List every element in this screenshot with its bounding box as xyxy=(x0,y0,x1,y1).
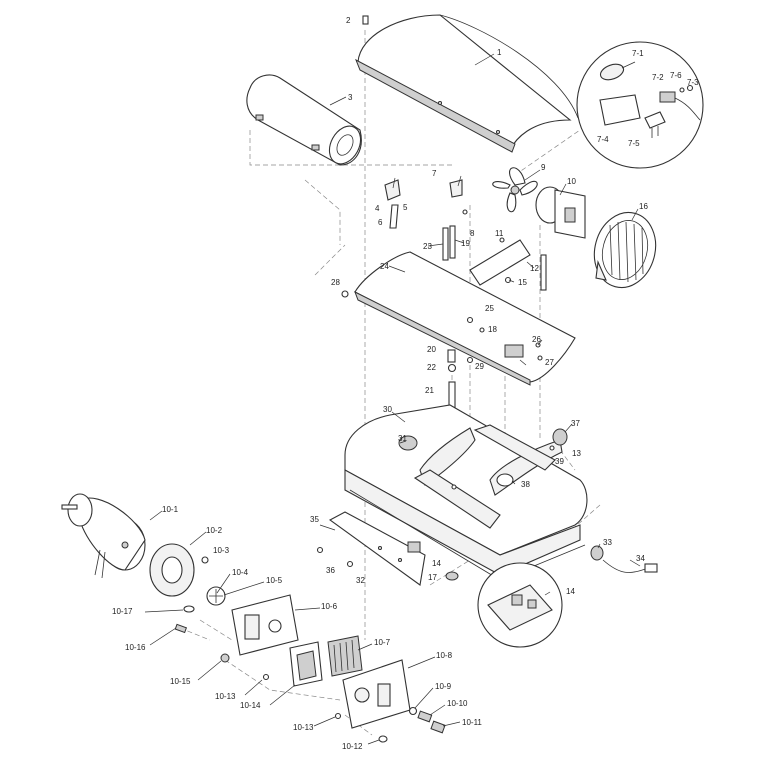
callout-10-5: 10-5 xyxy=(266,576,283,585)
callout-10-11: 10-11 xyxy=(462,718,482,727)
callout-10: 10 xyxy=(567,177,576,186)
support-rods xyxy=(442,225,547,291)
callout-labels: 1 2 3 4 5 6 7 8 9 10 11 12 13 14 14 15 1… xyxy=(112,16,699,751)
callout-7-2: 7-2 xyxy=(652,73,664,82)
callout-9: 9 xyxy=(541,163,546,172)
callout-3: 3 xyxy=(348,93,353,102)
callout-leaders xyxy=(144,53,641,745)
callout-14a: 14 xyxy=(432,559,441,568)
callout-7-1: 7-1 xyxy=(632,49,644,58)
callout-10-13a: 10-13 xyxy=(215,692,236,701)
callout-10-1: 10-1 xyxy=(162,505,179,514)
callout-11: 11 xyxy=(495,229,504,238)
callout-38: 38 xyxy=(521,480,530,489)
callout-21: 21 xyxy=(425,386,434,395)
callout-10-17: 10-17 xyxy=(112,607,133,616)
callout-25: 25 xyxy=(485,304,494,313)
knob-37 xyxy=(549,428,568,451)
callout-10-10: 10-10 xyxy=(447,699,468,708)
callout-7-4: 7-4 xyxy=(597,135,609,144)
callout-16: 16 xyxy=(639,202,648,211)
callout-10-15: 10-15 xyxy=(170,677,191,686)
callout-7-3: 7-3 xyxy=(687,78,699,87)
circuit-board-inset xyxy=(477,562,563,648)
grommet-17 xyxy=(445,571,459,581)
callout-20: 20 xyxy=(427,345,436,354)
callout-10-6: 10-6 xyxy=(321,602,338,611)
callout-10-2: 10-2 xyxy=(206,526,223,535)
ignition-detail-inset xyxy=(576,41,704,169)
callout-34: 34 xyxy=(636,554,645,563)
callout-4: 4 xyxy=(375,204,380,213)
rotor xyxy=(206,586,226,606)
callout-37: 37 xyxy=(571,419,580,428)
filter-gasket xyxy=(289,641,323,687)
pump-motor xyxy=(61,493,146,579)
callout-28: 28 xyxy=(331,278,340,287)
callout-24: 24 xyxy=(380,262,389,271)
lower-shell xyxy=(354,251,576,386)
callout-17: 17 xyxy=(428,573,437,582)
callout-36: 36 xyxy=(326,566,335,575)
callout-14b: 14 xyxy=(566,587,575,596)
callout-33: 33 xyxy=(603,538,612,547)
callout-5: 5 xyxy=(403,203,408,212)
callout-8: 8 xyxy=(470,229,475,238)
callout-39: 39 xyxy=(555,457,564,466)
callout-10-4: 10-4 xyxy=(232,568,249,577)
photocell-bracket xyxy=(384,179,468,229)
callout-26: 26 xyxy=(532,335,541,344)
pump-small-parts xyxy=(174,605,195,634)
valve-parts xyxy=(378,706,446,743)
callout-23: 23 xyxy=(423,242,432,251)
callout-2: 2 xyxy=(346,16,351,25)
pump-flange xyxy=(149,543,195,597)
grommet-28 xyxy=(341,290,349,298)
pump-body xyxy=(220,594,299,663)
fan-blade xyxy=(492,167,538,213)
callout-32: 32 xyxy=(356,576,365,585)
callout-1: 1 xyxy=(497,48,502,57)
power-cord xyxy=(590,545,658,573)
callout-31: 31 xyxy=(398,434,407,443)
callout-10-8: 10-8 xyxy=(436,651,453,660)
callout-10-16: 10-16 xyxy=(125,643,146,652)
callout-18: 18 xyxy=(488,325,497,334)
callout-35: 35 xyxy=(310,515,319,524)
fan-guard xyxy=(593,211,657,289)
pump-cover xyxy=(262,659,411,729)
callout-10-14: 10-14 xyxy=(240,701,261,710)
filter-element xyxy=(327,635,363,677)
callout-29: 29 xyxy=(475,362,484,371)
callout-6: 6 xyxy=(378,218,383,227)
callout-22: 22 xyxy=(427,363,436,372)
callout-15: 15 xyxy=(518,278,527,287)
coupling xyxy=(201,556,209,564)
cover-screw xyxy=(362,15,369,25)
callout-10-3: 10-3 xyxy=(213,546,230,555)
callout-10-7: 10-7 xyxy=(374,638,391,647)
motor-assembly xyxy=(535,186,586,239)
callout-7-6: 7-6 xyxy=(670,71,682,80)
callout-10-9: 10-9 xyxy=(435,682,452,691)
callout-27: 27 xyxy=(545,358,554,367)
callout-13: 13 xyxy=(572,449,581,458)
callout-19: 19 xyxy=(461,239,470,248)
motor-bracket xyxy=(469,237,531,286)
small-fittings xyxy=(447,316,543,411)
callout-7: 7 xyxy=(432,169,437,178)
callout-10-13b: 10-13 xyxy=(293,723,314,732)
callout-12: 12 xyxy=(530,264,539,273)
combustion-chamber xyxy=(246,74,362,166)
callout-10-12: 10-12 xyxy=(342,742,363,751)
control-panel xyxy=(316,511,426,586)
top-cover xyxy=(355,14,579,153)
callout-7-5: 7-5 xyxy=(628,139,640,148)
callout-30: 30 xyxy=(383,405,392,414)
